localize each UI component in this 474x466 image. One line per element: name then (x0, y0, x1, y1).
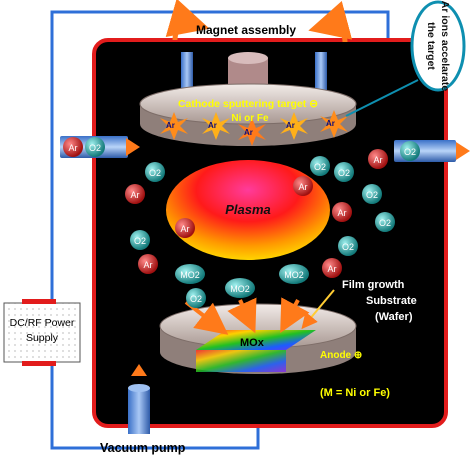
molecule-o2: O2 (145, 162, 165, 182)
callout-text: Ar ions accelarate the target (425, 1, 451, 92)
ion-label: Ar (326, 119, 335, 128)
wafer-label: (Wafer) (375, 311, 413, 323)
target-material-label: Ni or Fe (231, 113, 269, 124)
molecule-label: Ar (299, 182, 308, 192)
wafer (196, 330, 316, 350)
molecule-label: O2 (89, 143, 101, 153)
molecule-ar: Ar (322, 258, 342, 278)
magnet-arrow-left (165, 0, 210, 41)
vacuum-pump-label: Vacuum pump (100, 441, 186, 455)
ion-label: Ar (244, 128, 253, 137)
cathode-plate (139, 83, 357, 125)
molecule-mo2: MO2 (225, 278, 255, 298)
molecule-ar: Ar (332, 202, 352, 222)
magnet-port-left (181, 52, 193, 94)
molecule-label: O2 (379, 218, 391, 228)
molecule-o2: O2 (375, 212, 395, 232)
callout-bubble (410, 0, 466, 92)
magnet-assembly-label: Magnet assembly (196, 23, 296, 37)
molecule-label: O2 (134, 236, 146, 246)
molecule-o2: O2 (334, 162, 354, 182)
gas-inlet-arrow (126, 138, 140, 156)
molecule-label: Ar (131, 190, 140, 200)
molecule-mo2: MO2 (175, 264, 205, 284)
molecule-ar: Ar (138, 254, 158, 274)
molecule-label: O2 (314, 162, 326, 172)
molecule-o2: O2 (130, 230, 150, 250)
power-supply-label-1: DC/RF Power (10, 317, 75, 329)
molecule-o2: O2 (338, 236, 358, 256)
molecule-o2: O2 (310, 156, 330, 176)
cathode-shaft-top (228, 52, 268, 64)
vacuum-pipe (128, 388, 150, 434)
molecule-label: O2 (190, 294, 202, 304)
molecule-label: Ar (328, 264, 337, 274)
magnet-port-right (315, 52, 327, 94)
molecule-label: Ar (338, 208, 347, 218)
molecule-label: MO2 (284, 270, 304, 280)
molecule-label: Ar (144, 260, 153, 270)
power-terminal-top (22, 299, 56, 304)
power-supply-box (3, 302, 81, 363)
power-terminal-bottom (22, 361, 56, 366)
substrate-label: Substrate (366, 295, 417, 307)
molecule-ar: Ar (63, 137, 83, 157)
sputter-bursts (160, 110, 348, 146)
film-arrow-2 (227, 297, 257, 334)
ar-ion-labels: Ar Ar Ar Ar Ar (166, 119, 335, 137)
wafer-side (196, 350, 286, 372)
wire-top (50, 10, 390, 303)
cathode-label: Cathode sputtering target ⊖ (178, 98, 318, 110)
anode-label: Anode ⊕ (320, 350, 362, 361)
molecule-label: Ar (69, 143, 78, 153)
m-definition-label: (M = Ni or Fe) (320, 387, 390, 399)
ion-label: Ar (286, 121, 295, 130)
film-pointer (301, 289, 335, 330)
molecule-label: O2 (342, 242, 354, 252)
molecule-ar: Ar (368, 149, 388, 169)
ion-label: Ar (208, 121, 217, 130)
molecule-label: O2 (404, 147, 416, 157)
callout-pointer (345, 79, 419, 117)
gas-outlet-arrow (456, 142, 470, 160)
power-supply-label-2: Supply (26, 332, 59, 344)
callout-line-2: the target (425, 22, 437, 70)
molecule-label: MO2 (230, 284, 250, 294)
plasma-cloud (166, 160, 330, 260)
magnet-arrow-right (308, 0, 353, 43)
callout-line-1: Ar ions accelarate (439, 1, 451, 92)
molecule-o2: O2 (85, 137, 105, 157)
mox-label: MOx (240, 337, 265, 349)
ion-label: Ar (166, 121, 175, 130)
molecule-o2: O2 (400, 141, 420, 161)
plasma-label: Plasma (225, 202, 271, 217)
vacuum-arrowhead (131, 364, 147, 376)
molecule-o2: O2 (186, 288, 206, 308)
film-growth-label: Film growth (342, 279, 405, 291)
film-arrow-3 (280, 297, 310, 334)
molecule-label: Ar (181, 224, 190, 234)
wire-bottom (50, 362, 260, 450)
molecule-o2: O2 (362, 184, 382, 204)
molecule-label: O2 (366, 190, 378, 200)
molecule-label: Ar (374, 155, 383, 165)
molecule-label: O2 (338, 168, 350, 178)
molecule-mo2: MO2 (279, 264, 309, 284)
molecule-ar: Ar (175, 218, 195, 238)
molecule-label: MO2 (180, 270, 200, 280)
molecule-ar: Ar (125, 184, 145, 204)
molecule-ar: Ar (293, 176, 313, 196)
molecule-label: O2 (149, 168, 161, 178)
